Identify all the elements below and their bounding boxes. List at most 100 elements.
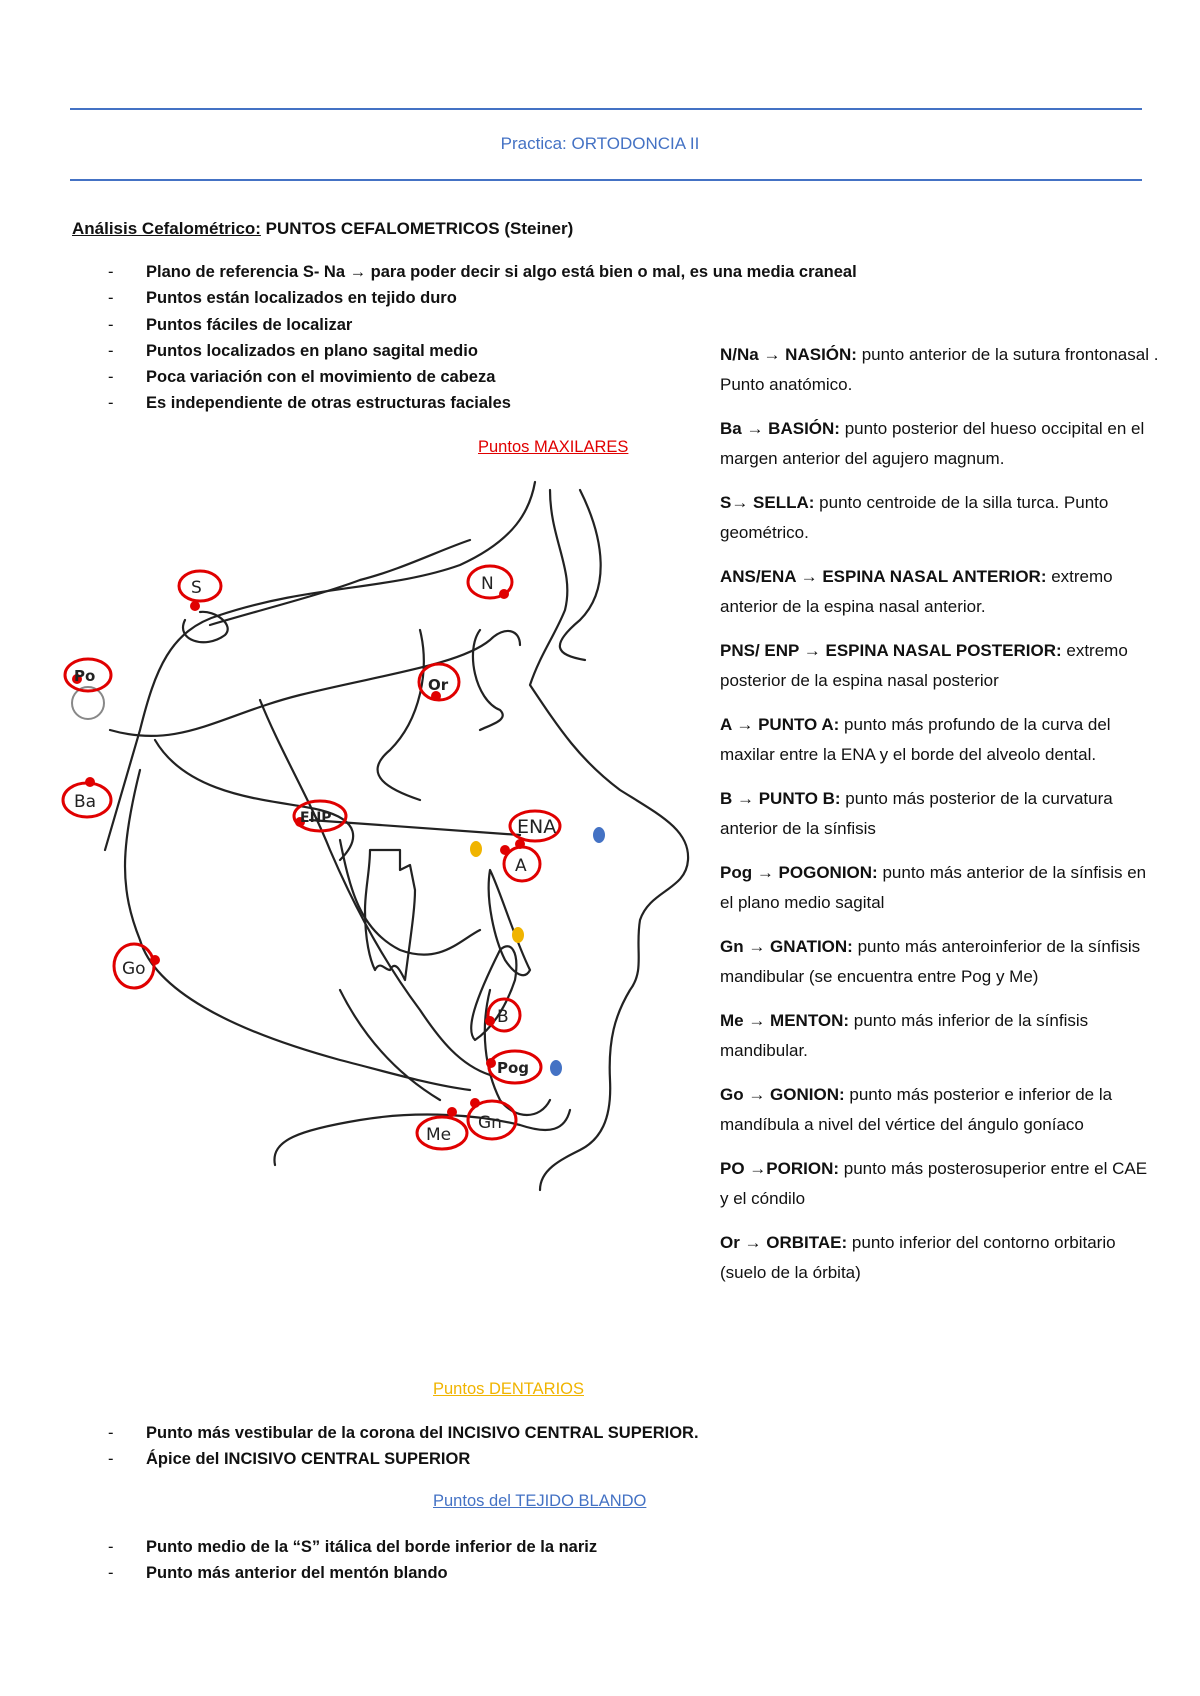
definition-term: PNS/ ENP → ESPINA NASAL POSTERIOR: — [720, 641, 1062, 660]
point-gn — [470, 1098, 480, 1108]
ramus-posterior — [123, 768, 472, 1092]
point-n — [499, 589, 509, 599]
label-ena: ENA — [517, 816, 556, 838]
page-heading: Análisis Cefalométrico: PUNTOS CEFALOMET… — [72, 219, 573, 239]
definition-term: Pog → POGONION: — [720, 863, 878, 882]
intro-bullet: Puntos localizados en plano sagital medi… — [108, 338, 857, 364]
label-or: Or — [428, 676, 449, 694]
label-b: B — [497, 1007, 509, 1027]
definition-gonion: Go → GONION: punto más posterior e infer… — [720, 1080, 1160, 1139]
definitions-list: N/Na → NASIÓN: punto anterior de la sutu… — [720, 340, 1160, 1302]
intro-bullet: Es independiente de otras estructuras fa… — [108, 390, 857, 416]
point-me — [447, 1107, 457, 1117]
point-or — [431, 691, 441, 701]
header-bottom-rule — [70, 179, 1142, 181]
inner-mandible — [338, 988, 442, 1102]
label-gn: Gn — [478, 1113, 502, 1133]
definition-text: punto más anterior de la sínfisis en el … — [720, 863, 1147, 912]
dental-bullet: Punto más vestibular de la corona del IN… — [108, 1420, 699, 1446]
point-pog — [486, 1058, 496, 1068]
section-title-tejido-blando: Puntos del TEJIDO BLANDO — [433, 1492, 647, 1510]
skull-outline — [103, 480, 537, 852]
forehead-line — [528, 488, 690, 1192]
point-enp — [295, 817, 305, 827]
definition-term: PO →PORION: — [720, 1159, 840, 1178]
intro-bullet: Poca variación con el movimiento de cabe… — [108, 364, 857, 390]
definition-pogonion: Pog → POGONION: punto más anterior de la… — [720, 858, 1160, 917]
point-ena — [515, 839, 525, 849]
definition-text: punto más inferior de la sínfisis mandib… — [720, 1011, 1089, 1060]
intro-bullet: Puntos fáciles de localizar — [108, 312, 857, 338]
label-circle-ena — [508, 809, 562, 843]
orbit-contour — [471, 628, 504, 732]
label-pog: Pog — [497, 1059, 529, 1077]
definition-term: Go → GONION: — [720, 1085, 845, 1104]
definition-text: punto posterior del hueso occipital en e… — [720, 419, 1145, 468]
label-circle-me — [415, 1115, 469, 1151]
label-circle-go — [112, 942, 156, 990]
definition-term: ANS/ENA → ESPINA NASAL ANTERIOR: — [720, 567, 1047, 586]
intro-bullet: Puntos están localizados en tejido duro — [108, 285, 857, 311]
definition-text: punto más posterosuperior entre el CAE y… — [720, 1159, 1148, 1208]
definition-sella: S→ SELLA: punto centroide de la silla tu… — [720, 488, 1160, 547]
label-circle-gn — [466, 1099, 518, 1141]
soft-tissue-point-nose — [593, 827, 605, 843]
definition-term: Or → ORBITAE: — [720, 1233, 848, 1252]
definition-term: S→ SELLA: — [720, 493, 815, 512]
definition-text: punto inferior del contorno orbitario (s… — [720, 1233, 1116, 1282]
label-s: S — [191, 578, 202, 598]
orbit-line — [376, 628, 425, 802]
definition-orbitae: Or → ORBITAE: punto inferior del contorn… — [720, 1228, 1160, 1287]
definition-punto-a: A → PUNTO A: punto más profundo de la cu… — [720, 710, 1160, 769]
definition-nasion: N/Na → NASIÓN: punto anterior de la sutu… — [720, 340, 1160, 399]
lower-incisor — [470, 945, 518, 1042]
label-circle-po — [63, 657, 113, 693]
definition-text: punto más posterior de la curvatura ante… — [720, 789, 1113, 838]
page-header-title: Practica: ORTODONCIA II — [500, 134, 700, 153]
definition-enp: PNS/ ENP → ESPINA NASAL POSTERIOR: extre… — [720, 636, 1160, 695]
porion-ring — [71, 686, 105, 720]
point-po — [72, 674, 82, 684]
definition-punto-b: B → PUNTO B: punto más posterior de la c… — [720, 784, 1160, 843]
cranial-base-line — [208, 538, 472, 627]
definition-text: punto anterior de la sutura frontonasal … — [720, 345, 1159, 394]
label-go: Go — [122, 959, 146, 979]
definition-text: extremo anterior de la espina nasal ante… — [720, 567, 1113, 616]
cephalometric-diagram: S N Po Or Ba ENP ENA A Go B Pog Gn Me — [61, 480, 690, 1192]
header-top-rule — [70, 108, 1142, 110]
definition-gnation: Gn → GNATION: punto más anteroinferior d… — [720, 932, 1160, 991]
definition-text: punto centroide de la silla turca. Punto… — [720, 493, 1109, 542]
dental-bullet-list: Punto más vestibular de la corona del IN… — [108, 1420, 699, 1473]
definition-term: Gn → GNATION: — [720, 937, 853, 956]
definition-text: extremo posterior de la espina nasal pos… — [720, 641, 1128, 690]
soft-tissue-point-chin — [550, 1060, 562, 1076]
label-enp: ENP — [300, 810, 332, 826]
symphysis — [483, 988, 552, 1116]
dental-point-crown — [470, 841, 482, 857]
label-circle-n — [466, 564, 514, 600]
definition-text: punto más anteroinferior de la sínfisis … — [720, 937, 1141, 986]
definition-basion: Ba → BASIÓN: punto posterior del hueso o… — [720, 414, 1160, 473]
upper-incisor — [487, 868, 532, 977]
soft-tissue-bullet: Punto más anterior del mentón blando — [108, 1560, 597, 1586]
section-title-maxilares: Puntos MAXILARES — [478, 438, 629, 456]
upper-molar — [363, 848, 417, 982]
definition-menton: Me → MENTON: punto más inferior de la sí… — [720, 1006, 1160, 1065]
frontal-bone-line — [558, 488, 602, 662]
definition-text: punto más profundo de la curva del maxil… — [720, 715, 1111, 764]
point-go — [150, 955, 160, 965]
intro-bullet-list: Plano de referencia S- Na → para poder d… — [108, 259, 857, 417]
definition-term: N/Na → NASIÓN: — [720, 345, 857, 364]
heading-underlined: Análisis Cefalométrico: — [72, 219, 261, 238]
sella-turcica — [181, 610, 229, 644]
definition-term: B → PUNTO B: — [720, 789, 841, 808]
soft-tissue-bullet: Punto medio de la “S” itálica del borde … — [108, 1534, 597, 1560]
definition-ena: ANS/ENA → ESPINA NASAL ANTERIOR: extremo… — [720, 562, 1160, 621]
definition-porion: PO →PORION: punto más posterosuperior en… — [720, 1154, 1160, 1213]
point-a — [500, 845, 510, 855]
intro-bullet: Plano de referencia S- Na → para poder d… — [108, 259, 857, 285]
maxilla-inner — [338, 838, 482, 956]
heading-rest: PUNTOS CEFALOMETRICOS (Steiner) — [260, 219, 574, 238]
pterygoid-line — [153, 738, 355, 862]
label-ba: Ba — [74, 792, 96, 812]
